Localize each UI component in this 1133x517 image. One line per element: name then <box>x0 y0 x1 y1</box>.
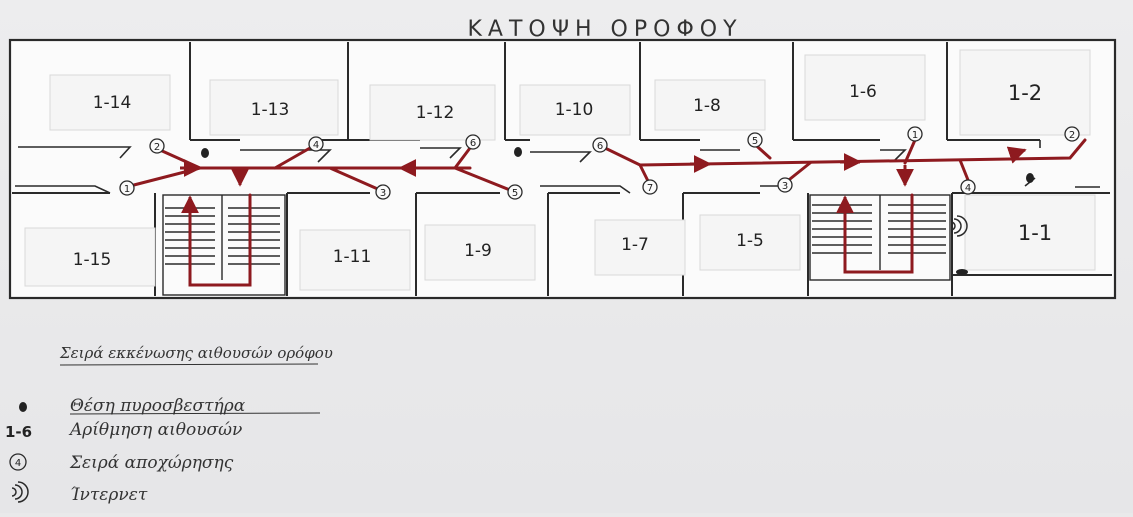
legend-internet-text: Ίντερνετ <box>70 485 148 505</box>
order-number: 2 <box>1069 130 1075 141</box>
top-room-walls <box>189 42 1040 141</box>
room-card-1-9 <box>424 224 536 281</box>
room-label-1-13: 1-13 <box>251 100 290 120</box>
room-label-1-7: 1-7 <box>621 235 649 255</box>
order-number: 5 <box>512 188 518 199</box>
legend-order-key: 4 <box>15 458 21 469</box>
room-card-1-7 <box>594 219 686 276</box>
room-card-1-5 <box>699 214 801 271</box>
order-marker <box>592 137 608 153</box>
order-marker <box>777 177 793 193</box>
order-number: 3 <box>380 188 386 199</box>
order-marker <box>1064 126 1080 142</box>
order-numbers: 1 2 3 4 5 6 1 2 3 4 5 6 7 <box>124 130 1075 199</box>
order-marker <box>308 136 324 152</box>
building-outline <box>8 38 1117 300</box>
room-labels: 1-14 1-13 1-12 1-10 1-8 1-6 1-2 1-15 1-1… <box>73 81 1052 270</box>
plan-title: ΚΑΤΟΨΗ ΟΡΟΦΟΥ <box>467 17 742 42</box>
legend-extinguisher-text: Θέση πυροσβεστήρα <box>70 396 246 416</box>
room-card-1-12 <box>369 84 496 141</box>
fire-extinguisher-icon <box>201 148 209 158</box>
order-marker <box>465 134 481 150</box>
order-marker <box>507 184 523 200</box>
room-card-1-14 <box>49 74 171 131</box>
room-label-1-11: 1-11 <box>333 247 372 267</box>
room-label-1-8: 1-8 <box>693 96 721 116</box>
fire-extinguisher-positions <box>201 147 1034 275</box>
room-label-1-6: 1-6 <box>849 82 877 102</box>
fire-extinguisher-icon <box>956 269 968 275</box>
order-number: 6 <box>597 141 603 152</box>
legend-heading: Σειρά εκκένωσης αιθουσών ορόφου <box>59 344 333 362</box>
order-number: 1 <box>912 130 918 141</box>
arrow-icon <box>180 146 1027 215</box>
order-number: 4 <box>313 140 319 151</box>
room-card-1-15 <box>24 227 156 287</box>
legend-extinguisher-underline <box>69 412 321 415</box>
order-number: 5 <box>752 136 758 147</box>
room-label-1-15: 1-15 <box>73 250 112 270</box>
order-number: 2 <box>154 142 160 153</box>
room-label-1-2: 1-2 <box>1008 81 1042 105</box>
wifi-icon <box>11 481 29 503</box>
fire-extinguisher-icon <box>1026 173 1034 183</box>
room-cards <box>24 49 1096 291</box>
order-number: 4 <box>965 183 971 194</box>
legend-heading-underline <box>59 363 319 366</box>
room-label-1-14: 1-14 <box>93 93 132 113</box>
room-card-1-13 <box>209 79 339 136</box>
wifi-icon <box>950 215 968 237</box>
order-number: 7 <box>647 183 653 194</box>
order-number: 1 <box>124 184 130 195</box>
order-marker <box>642 179 658 195</box>
room-card-1-8 <box>654 79 766 131</box>
room-card-1-1 <box>964 194 1096 271</box>
room-card-1-6 <box>804 54 926 121</box>
order-marker <box>9 453 27 471</box>
order-number: 3 <box>782 181 788 192</box>
room-card-1-10 <box>519 84 631 136</box>
order-marker <box>375 184 391 200</box>
room-label-1-5: 1-5 <box>736 231 764 251</box>
order-markers <box>119 126 1080 200</box>
fire-extinguisher-icon <box>514 147 522 157</box>
order-marker <box>960 179 976 195</box>
room-label-1-9: 1-9 <box>464 241 492 261</box>
legend-order-text: Σειρά αποχώρησης <box>69 453 234 473</box>
legend: Σειρά εκκένωσης αιθουσών ορόφου Θέση πυρ… <box>5 344 333 505</box>
fire-extinguisher-icon <box>19 402 27 412</box>
order-marker <box>119 180 135 196</box>
legend-numbering-key: 1-6 <box>5 423 32 441</box>
order-marker <box>907 126 923 142</box>
room-card-1-2 <box>959 49 1091 136</box>
order-marker <box>747 132 763 148</box>
order-number: 6 <box>470 138 476 149</box>
room-card-1-11 <box>299 229 411 291</box>
room-label-1-10: 1-10 <box>555 100 594 120</box>
order-marker <box>149 138 165 154</box>
room-label-1-12: 1-12 <box>416 103 455 123</box>
legend-numbering-text: Αρίθμηση αιθουσών <box>68 420 242 440</box>
room-label-1-1: 1-1 <box>1018 221 1052 245</box>
